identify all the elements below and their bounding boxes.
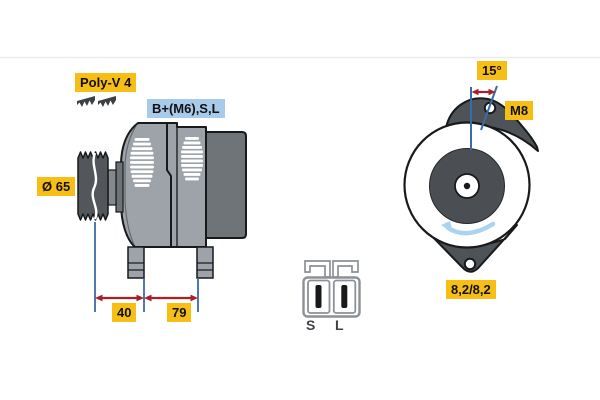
connector-pin-s-label: S xyxy=(306,317,316,333)
rotation-ccw-arrow-icon xyxy=(441,221,496,236)
connector-blade-s xyxy=(315,285,322,308)
side-view-extension-lines xyxy=(94,222,199,312)
poly-v-belt-icon xyxy=(77,96,116,107)
thread-size-label: M8 xyxy=(505,101,534,120)
hole-diameters-label: 8,2/8,2 xyxy=(446,280,496,299)
dimension-label-79: 79 xyxy=(167,303,192,322)
shaft-hub xyxy=(107,161,124,213)
side-view-dimension-arrows xyxy=(95,294,198,302)
front-view-angle-arrow xyxy=(471,88,496,96)
mount-angle-label: 15° xyxy=(477,61,507,80)
connector-plug xyxy=(302,260,361,318)
cooling-fins-rear xyxy=(181,137,203,181)
connector-latch-right xyxy=(332,260,359,278)
connector-latch-left xyxy=(304,260,331,278)
pulley xyxy=(77,151,109,221)
terminals-label: B+(M6),S,L xyxy=(147,99,225,118)
alternator-side-view xyxy=(77,96,247,312)
rear-cover xyxy=(205,131,247,239)
connector-blade-l xyxy=(341,285,348,308)
pulley-diameter-label: Ø 65 xyxy=(37,177,76,196)
shaft-center xyxy=(463,182,471,190)
connector-pin-l-label: L xyxy=(335,317,344,333)
mounting-lug-top xyxy=(445,97,539,152)
front-view-angle-lines xyxy=(470,85,498,150)
mounting-feet xyxy=(127,246,214,279)
mount-hole-bottom xyxy=(463,257,477,271)
break-line xyxy=(91,152,98,220)
cooling-fins-front xyxy=(130,138,154,187)
dimension-label-40: 40 xyxy=(112,303,137,322)
belt-type-label: Poly-V 4 xyxy=(75,73,137,92)
alternator-front-view xyxy=(403,85,539,273)
